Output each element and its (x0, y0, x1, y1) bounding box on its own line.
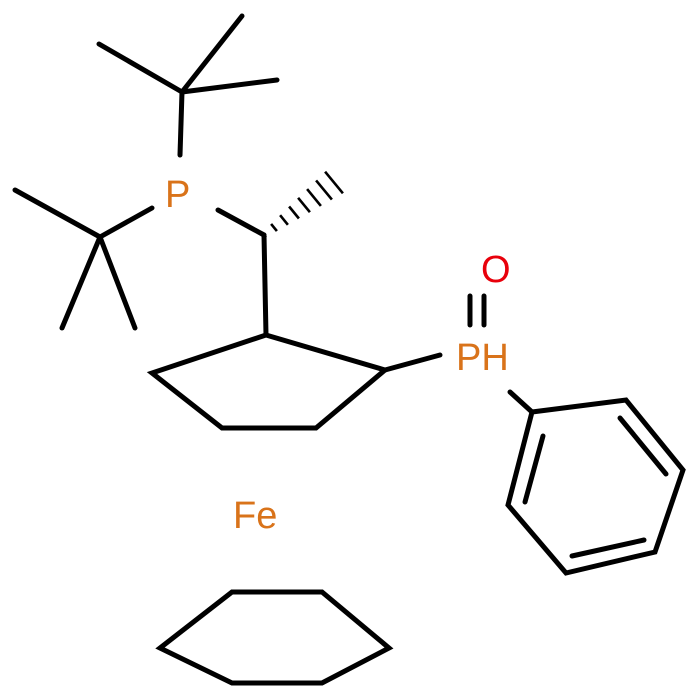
phosphine-oxide-label: PH (456, 337, 509, 379)
tert-butyl-left (12, 187, 155, 331)
phosphine-label: P (165, 174, 190, 216)
bond (507, 389, 535, 415)
hash-line (279, 214, 289, 226)
bond (97, 205, 155, 240)
hash-line (315, 179, 333, 201)
bond (96, 41, 185, 95)
hash-line (288, 205, 300, 220)
tert-butyl-upper (96, 13, 280, 158)
iron-label: Fe (233, 495, 277, 537)
hash-line (297, 196, 311, 214)
bond (177, 89, 185, 158)
hash-line (324, 170, 344, 195)
cyclopentadienyl-ring-upper (146, 332, 391, 431)
bond (382, 352, 443, 373)
hash-line (270, 223, 278, 232)
bond (179, 13, 245, 95)
bond (261, 232, 269, 338)
bond (179, 77, 280, 95)
bond (97, 234, 138, 331)
phenyl-inner-double-bonds (522, 415, 669, 559)
cyclopentadienyl-ring-lower (155, 589, 394, 686)
double-bond-p-o (467, 293, 487, 328)
bond (12, 187, 103, 240)
bond (215, 207, 267, 238)
bond (569, 537, 647, 559)
hash-line (306, 188, 322, 207)
phenyl-ring (505, 397, 686, 576)
oxygen-label: O (481, 249, 511, 291)
hashed-wedge-bond (261, 170, 344, 239)
bond (59, 234, 103, 331)
bond (617, 415, 669, 477)
bond (522, 433, 546, 505)
